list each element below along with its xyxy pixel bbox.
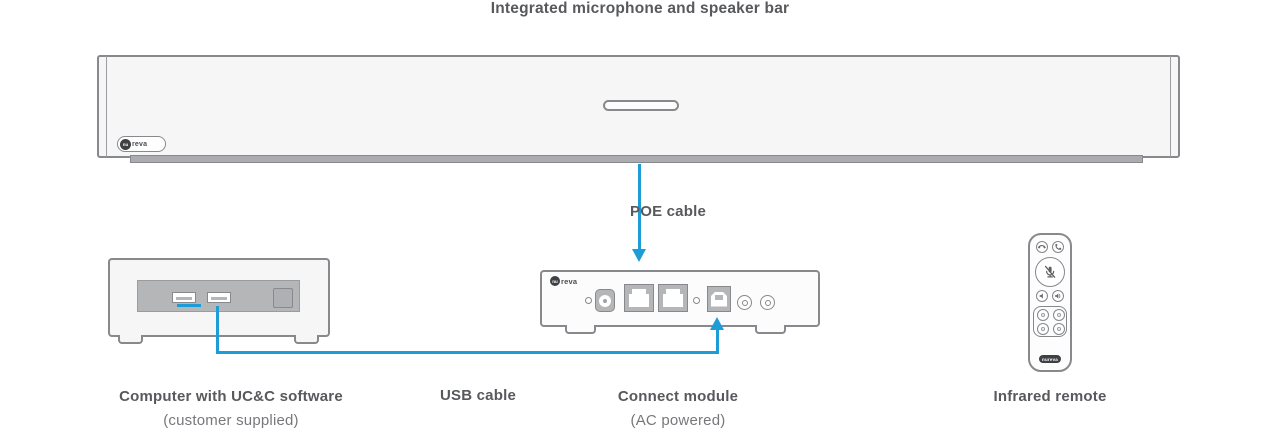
volume-down-button	[1036, 290, 1048, 302]
audio-jack-2	[760, 295, 775, 310]
rj45-opening	[629, 294, 649, 307]
audio-jack-hole	[741, 299, 748, 306]
ethernet-port-2	[658, 284, 688, 312]
computer-note: (customer supplied)	[163, 412, 299, 429]
power-jack-ring	[599, 294, 611, 307]
power-led	[585, 297, 592, 304]
poe-cable-line	[638, 164, 641, 250]
connect-module-foot-right	[755, 325, 786, 334]
speaker-bar: nu reva	[97, 55, 1180, 163]
preset-button-2	[1052, 309, 1065, 321]
call-end-button	[1036, 241, 1048, 253]
power-jack-pin	[603, 298, 607, 303]
usb-port-tongue	[176, 296, 192, 300]
call-answer-button	[1052, 241, 1064, 253]
audio-jack-hole	[764, 299, 771, 306]
computer-foot-right	[294, 335, 319, 344]
computer-power-button	[273, 288, 293, 308]
speaker-bar-status-slot	[603, 100, 679, 111]
audio-jack-1	[737, 295, 752, 310]
rj45-opening	[663, 294, 683, 307]
infrared-remote: nureva	[1028, 233, 1072, 372]
connect-module-note: (AC powered)	[630, 412, 726, 429]
speaker-bar-left-endcap	[106, 56, 107, 157]
connect-module-label: Connect module	[617, 388, 739, 405]
preset-button-4	[1052, 323, 1065, 335]
preset-icon	[1056, 313, 1061, 317]
call-end-icon	[1038, 245, 1046, 249]
speaker-bar-bottom-strip	[130, 155, 1143, 163]
usb-b-opening	[711, 291, 727, 307]
call-answer-icon	[1055, 243, 1062, 250]
rj45-tab	[632, 289, 646, 294]
preset-button-1	[1036, 309, 1049, 321]
computer-foot-left	[118, 335, 143, 344]
volume-up-button	[1052, 290, 1064, 302]
nureva-logo-text: reva	[132, 140, 148, 148]
speaker-bar-right-endcap	[1170, 56, 1171, 157]
remote-body	[1028, 233, 1072, 372]
mute-mic-icon	[1044, 265, 1056, 278]
nureva-logo: nu reva	[550, 276, 577, 286]
status-led	[693, 297, 700, 304]
usb-cable-segment-down	[216, 306, 219, 354]
poe-cable-label: POE cable	[630, 203, 707, 220]
connect-module-foot-left	[565, 325, 596, 334]
volume-down-icon	[1039, 293, 1043, 299]
computer-usb-port-1	[172, 292, 196, 303]
preset-button-3	[1036, 323, 1049, 335]
nureva-logo-text: reva	[561, 276, 578, 286]
usb-cable-segment-up	[716, 329, 719, 354]
nureva-logo: nureva	[1039, 355, 1061, 363]
computer-label: Computer with UC&C software	[119, 388, 343, 405]
usb-b-port	[707, 286, 731, 312]
power-jack	[595, 289, 615, 312]
connect-module: nu reva	[540, 270, 820, 338]
computer	[108, 258, 330, 360]
computer-usb-port-2	[207, 292, 231, 303]
preset-icon	[1056, 327, 1061, 331]
diagram-title: Integrated microphone and speaker bar	[490, 0, 790, 17]
preset-icon	[1040, 327, 1045, 331]
preset-button-group	[1033, 306, 1067, 337]
rj45-tab	[666, 289, 680, 294]
mute-button	[1035, 257, 1065, 287]
usb-cable-label: USB cable	[440, 387, 516, 404]
poe-cable-arrowhead	[632, 249, 646, 262]
usb-cable-arrowhead	[710, 317, 724, 330]
volume-up-icon	[1055, 293, 1061, 299]
usb-b-tongue	[715, 294, 723, 300]
preset-icon	[1040, 313, 1045, 317]
nureva-logo-circle: nu	[550, 276, 560, 286]
nureva-logo-circle: nu	[120, 138, 131, 150]
usb-cable-segment-across	[216, 351, 719, 354]
usb-cable-port-connector	[177, 304, 201, 307]
remote-label: Infrared remote	[993, 388, 1107, 405]
ethernet-port-1	[624, 284, 654, 312]
nureva-logo: nu reva	[117, 136, 166, 152]
usb-port-tongue	[211, 296, 227, 300]
